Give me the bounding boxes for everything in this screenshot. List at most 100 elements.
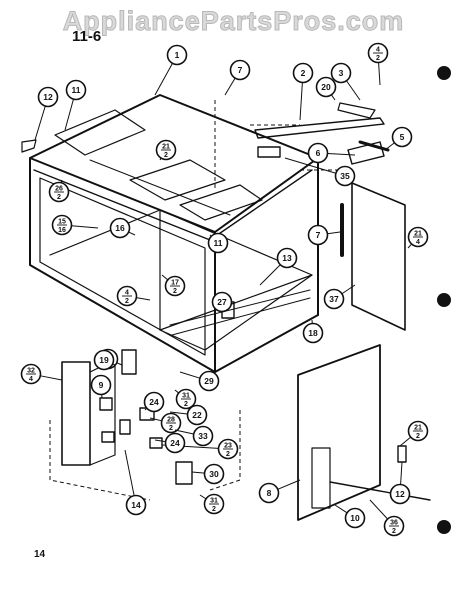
callout-circle bbox=[292, 62, 314, 84]
callout-number: 21 bbox=[414, 231, 422, 238]
callout-c31b: 312 bbox=[199, 493, 225, 515]
callout-c26: 262 bbox=[48, 179, 70, 203]
callout-quantity: 2 bbox=[125, 298, 129, 305]
binder-hole-middle bbox=[437, 293, 451, 307]
leader-line bbox=[284, 157, 337, 174]
callout-number: 7 bbox=[238, 65, 243, 75]
callout-c18a: 18 bbox=[302, 319, 324, 344]
leader-line bbox=[174, 429, 194, 435]
leader-line bbox=[161, 274, 169, 281]
callout-number: 6 bbox=[316, 148, 321, 158]
leader-line bbox=[124, 449, 135, 496]
page-number: 14 bbox=[34, 549, 46, 560]
leader-line bbox=[259, 264, 281, 286]
callout-circle bbox=[143, 391, 165, 413]
callout-c9: 9 bbox=[90, 374, 112, 399]
callout-circle bbox=[125, 494, 147, 516]
callout-c5: 5 bbox=[384, 126, 413, 151]
callout-circle bbox=[330, 62, 352, 84]
assembly-dashed-lines bbox=[49, 100, 340, 501]
callout-c22: 22 bbox=[169, 404, 208, 426]
leader-line bbox=[40, 375, 63, 381]
callout-c24a: 24 bbox=[143, 391, 165, 413]
callout-c35: 35 bbox=[284, 157, 356, 187]
callout-number: 14 bbox=[131, 500, 141, 510]
callout-number: 11 bbox=[72, 85, 81, 95]
binder-hole-top bbox=[437, 66, 451, 80]
callout-circle bbox=[389, 483, 411, 505]
callout-number: 33 bbox=[198, 431, 208, 441]
leader-line bbox=[34, 105, 46, 141]
callout-circle bbox=[302, 322, 324, 344]
callout-number: 24 bbox=[170, 438, 180, 448]
callout-number: 16 bbox=[115, 223, 125, 233]
callout-circle bbox=[164, 432, 186, 454]
leader-line bbox=[400, 461, 403, 485]
leader-line bbox=[128, 231, 136, 236]
callout-number: 15 bbox=[58, 219, 66, 226]
callout-c4b: 42 bbox=[116, 285, 151, 307]
callout-number: 24 bbox=[149, 397, 159, 407]
callout-c14: 14 bbox=[124, 449, 147, 516]
callout-circle bbox=[307, 142, 329, 164]
callout-circle bbox=[166, 44, 188, 66]
callout-circle bbox=[276, 247, 298, 269]
leader-line bbox=[149, 417, 162, 422]
callout-quantity: 2 bbox=[376, 55, 380, 62]
callout-quantity: 16 bbox=[58, 227, 66, 234]
callout-circle bbox=[391, 126, 413, 148]
callout-c7b: 7 bbox=[307, 224, 341, 246]
leader-line bbox=[334, 504, 348, 514]
callout-c21c: 212 bbox=[155, 139, 177, 161]
callout-quantity: 2 bbox=[57, 194, 61, 201]
callout-number: 35 bbox=[340, 171, 350, 181]
callout-number: 5 bbox=[400, 132, 405, 142]
callout-number: 23 bbox=[224, 443, 232, 450]
callout-quantity: 4 bbox=[416, 239, 420, 246]
callout-c33: 33 bbox=[174, 425, 214, 447]
callout-circle bbox=[323, 288, 345, 310]
callout-number: 32 bbox=[27, 368, 35, 375]
callout-circle bbox=[37, 86, 59, 108]
diagram-code: 11-6 bbox=[72, 28, 102, 45]
callout-c3: 3 bbox=[330, 62, 361, 101]
callout-number: 21 bbox=[414, 425, 422, 432]
callout-number: 11 bbox=[214, 238, 223, 248]
callout-number: 37 bbox=[329, 294, 339, 304]
callout-number: 31 bbox=[210, 498, 218, 505]
callout-number: 17 bbox=[171, 280, 179, 287]
leader-line bbox=[224, 77, 236, 96]
leader-line bbox=[384, 142, 395, 151]
callout-c8: 8 bbox=[258, 479, 301, 504]
callout-circle bbox=[258, 482, 280, 504]
leader-line bbox=[154, 63, 173, 96]
binder-hole-bottom bbox=[437, 520, 451, 534]
callout-circle bbox=[344, 507, 366, 529]
callout-number: 21 bbox=[162, 144, 170, 151]
callout-c27: 27 bbox=[211, 291, 233, 313]
callout-number: 2 bbox=[301, 68, 306, 78]
callout-c7a: 7 bbox=[224, 59, 251, 96]
callout-c6: 6 bbox=[307, 142, 356, 164]
leader-line bbox=[277, 479, 301, 490]
callout-number: 8 bbox=[267, 488, 272, 498]
callout-c32: 324 bbox=[20, 363, 63, 385]
callout-c21a: 212 bbox=[399, 420, 429, 447]
callout-circle bbox=[315, 76, 337, 98]
callout-circle bbox=[198, 370, 220, 392]
leader-line bbox=[71, 225, 99, 229]
callout-c16: 16 bbox=[109, 217, 136, 239]
callout-quantity: 4 bbox=[29, 376, 33, 383]
callout-c12a: 12 bbox=[34, 86, 59, 141]
callout-circle bbox=[307, 224, 329, 246]
leader-line bbox=[191, 471, 205, 474]
callout-c30: 30 bbox=[191, 463, 225, 485]
callout-circle bbox=[192, 425, 214, 447]
callout-c10: 10 bbox=[334, 504, 366, 529]
callout-c36: 362 bbox=[369, 499, 405, 537]
leader-line bbox=[378, 62, 381, 86]
callout-circle bbox=[211, 291, 233, 313]
